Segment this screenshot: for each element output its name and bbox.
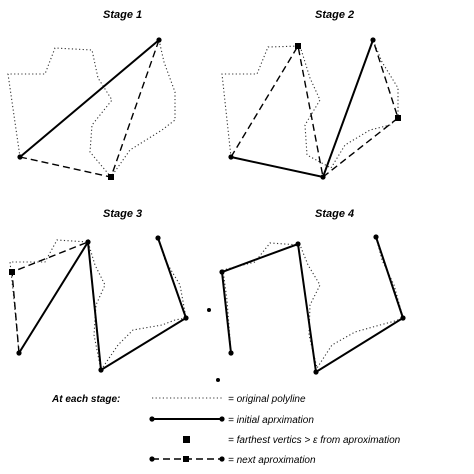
stage-2-vertex-a [228,154,234,160]
legend: At each stage: = original polyline = ini… [51,394,401,466]
stage-3-farthest-vertex [9,269,15,275]
stage-1-initial-approximation [19,39,160,158]
stage-4-vertex-f [373,234,379,240]
stage-2-initial-approximation [230,39,374,179]
stage-1-farthest-vertex [108,174,114,180]
legend-next-mid-square [183,456,189,462]
stage-3-initial-approximation [18,237,188,372]
stage-3-vertex-e [155,235,161,241]
legend-initial-label: = initial aprximation [228,415,314,426]
legend-item-next: = next aproximation [149,455,316,466]
stage-2-farthest-vertex-right [395,115,401,121]
stage-1-original-polyline [7,39,176,178]
stage-3-title: Stage 3 [103,208,142,220]
legend-original-label: = original polyline [228,394,306,405]
stage-3-vertex-b [85,239,91,245]
stage-3-panel: Stage 3 [9,208,211,373]
stage-1-vertex-start [17,154,23,160]
stage-2-vertex-c [370,37,376,43]
legend-initial-end-dot [219,416,225,422]
stage-2-title: Stage 2 [315,9,354,21]
stage-2-farthest-vertex-left [295,43,301,49]
legend-item-original: = original polyline [152,394,306,405]
legend-farthest-label: = farthest vertics > ε from aproximation [228,435,401,446]
stage-2-next-approximation-left [230,44,324,178]
legend-initial-start-dot [149,416,155,422]
stage-1-next-approximation [19,39,160,178]
stage-4-vertex-b [219,269,225,275]
stage-4-vertex-d [313,369,319,375]
stage-2-vertex-b [320,174,326,180]
stage-1-vertex-end [156,37,162,43]
stage-3-vertex-d [183,315,189,321]
stage-3-vertex-a [16,350,22,356]
stage-4-panel: Stage 4 [216,208,406,382]
stage-4-stray-dot [216,378,220,382]
stage-4-vertex-e [400,315,406,321]
stage-3-vertex-c [98,367,104,373]
legend-item-farthest: = farthest vertics > ε from aproximation [183,435,401,446]
legend-farthest-square [183,436,190,443]
stage-2-next-approximation-right [322,39,399,178]
stage-4-title: Stage 4 [315,208,354,220]
stage-4-final-approximation [220,236,405,374]
stage-4-vertex-a [228,350,234,356]
legend-next-label: = next aproximation [228,455,316,466]
legend-next-end-dot [219,456,225,462]
stage-1-title: Stage 1 [103,9,142,21]
legend-heading: At each stage: [51,394,120,405]
legend-next-start-dot [149,456,155,462]
stage-2-panel: Stage 2 [221,9,401,180]
stage-1-panel: Stage 1 [7,9,176,180]
stage-4-vertex-c [295,241,301,247]
stage-3-stray-dot [207,308,211,312]
stage-3-original-polyline [9,237,187,372]
legend-item-initial: = initial aprximation [149,415,314,426]
stage-2-original-polyline [221,39,399,169]
